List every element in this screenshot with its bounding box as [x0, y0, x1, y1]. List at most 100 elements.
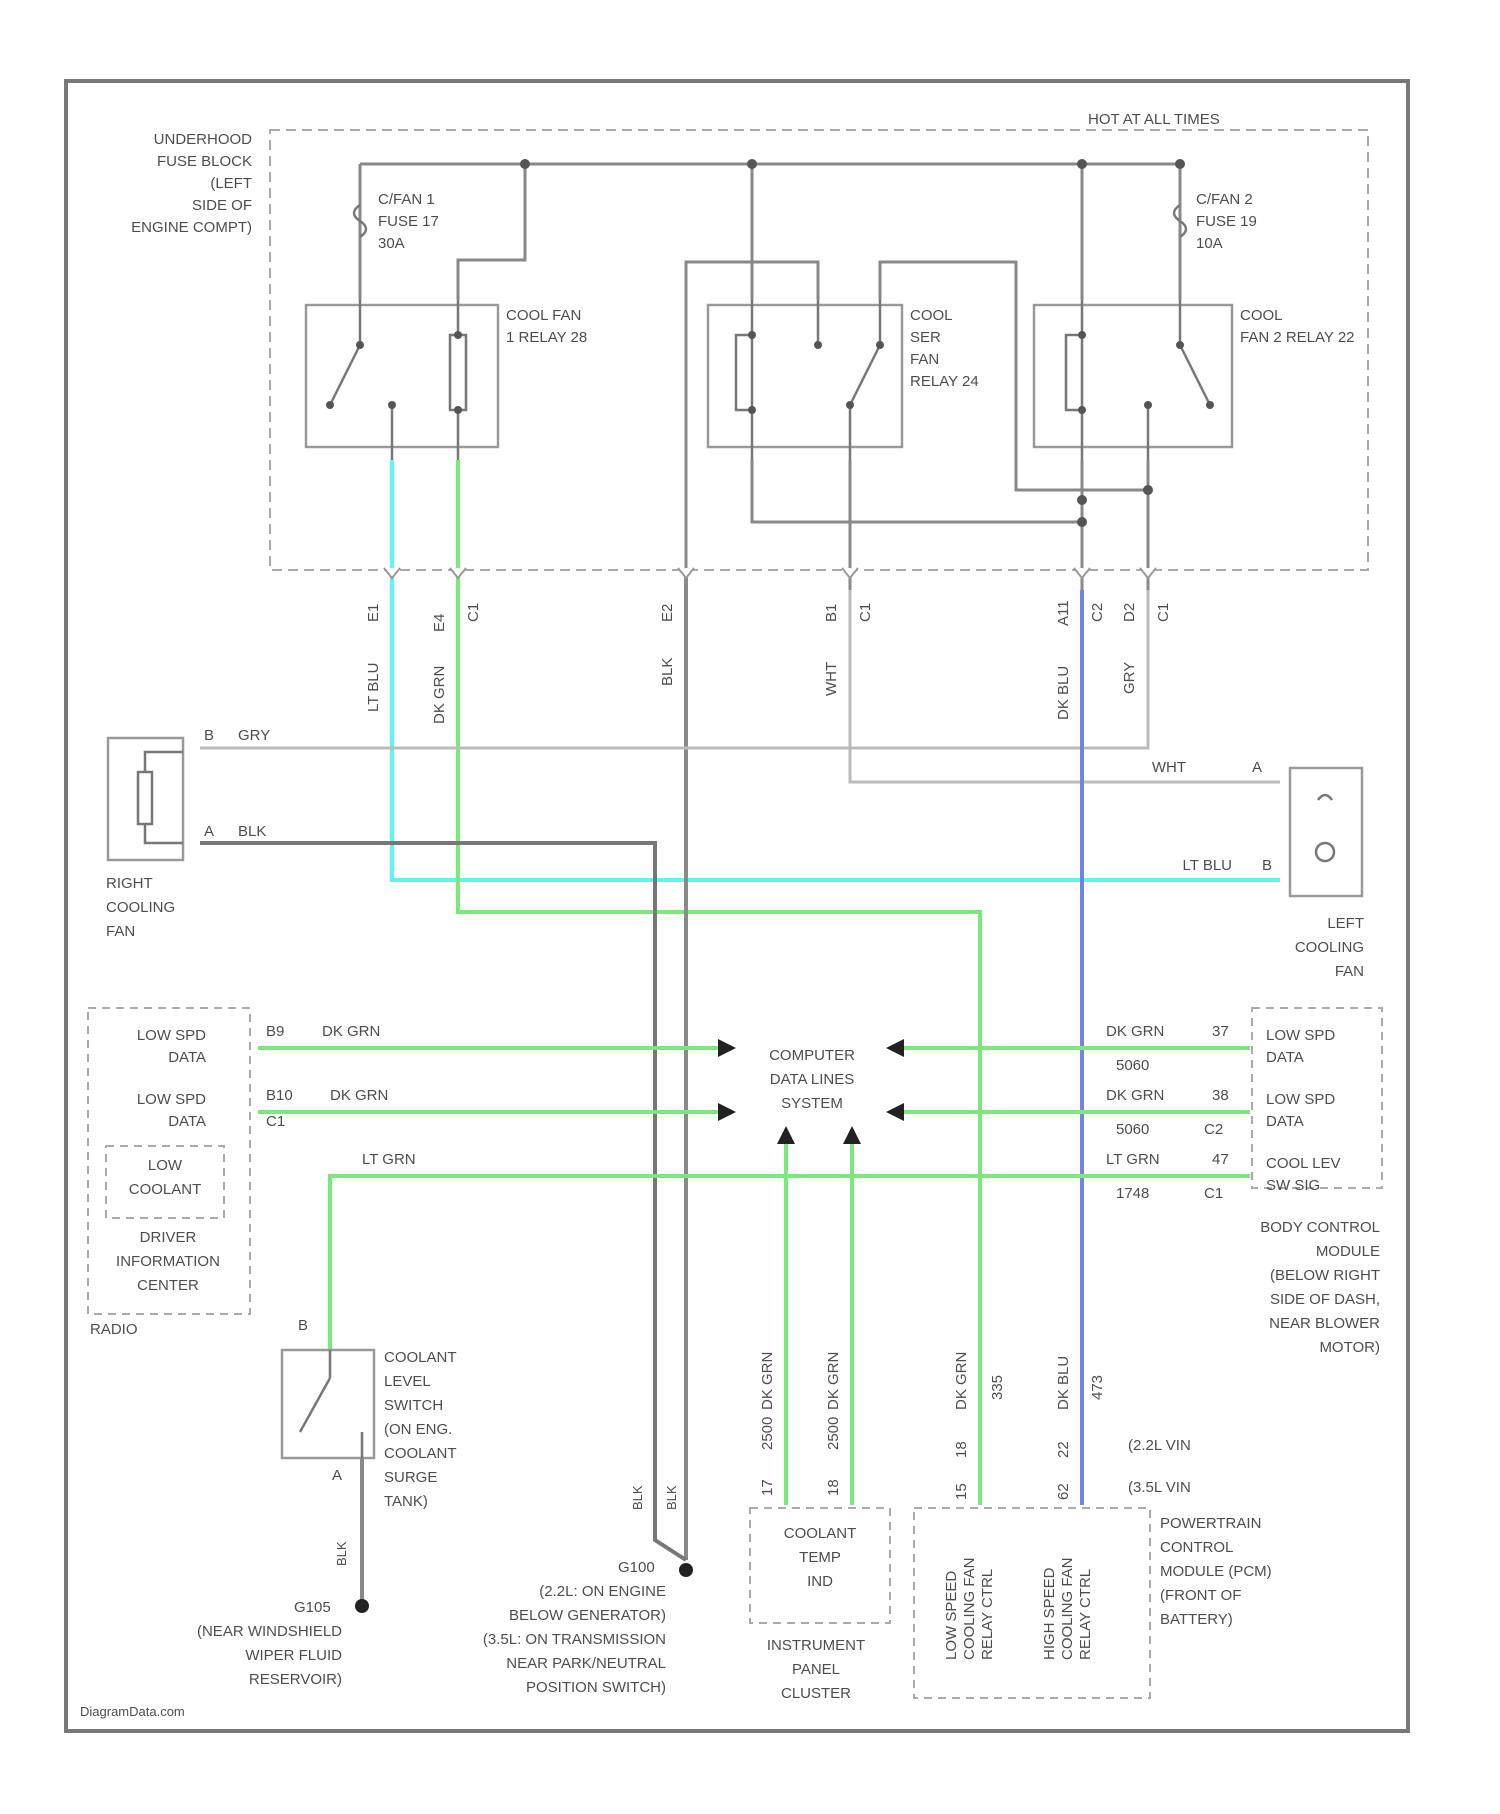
svg-text:C1: C1 [1204, 1185, 1223, 1202]
svg-text:LOW SPD: LOW SPD [1266, 1091, 1335, 1108]
svg-text:COOLING: COOLING [106, 899, 175, 916]
svg-text:SW SIG: SW SIG [1266, 1177, 1320, 1194]
wire-dk-grn-relay1 [458, 460, 980, 1505]
svg-text:SIDE OF DASH,: SIDE OF DASH, [1270, 1291, 1380, 1308]
ground-g105-label: (NEAR WINDSHIELD WIPER FLUID RESERVOIR) [197, 1623, 342, 1688]
cluster-label: INSTRUMENT PANEL CLUSTER [767, 1637, 865, 1702]
svg-text:10A: 10A [1196, 235, 1223, 252]
svg-text:LOW: LOW [148, 1157, 183, 1174]
svg-text:473: 473 [1089, 1375, 1106, 1400]
svg-text:TANK): TANK) [384, 1493, 428, 1510]
right-fan-pin-b: B [204, 727, 214, 744]
svg-text:FAN 2 RELAY 22: FAN 2 RELAY 22 [1240, 329, 1355, 346]
svg-text:RELAY CTRL: RELAY CTRL [979, 1569, 996, 1660]
svg-text:DK BLU: DK BLU [1055, 666, 1072, 720]
svg-text:DK GRN: DK GRN [759, 1352, 776, 1410]
coolant-switch-label: COOLANT LEVEL SWITCH (ON ENG. COOLANT SU… [384, 1349, 457, 1510]
svg-text:FUSE BLOCK: FUSE BLOCK [157, 153, 252, 170]
right-fan-pin-a: A [204, 823, 214, 840]
svg-text:C2: C2 [1089, 603, 1106, 622]
svg-text:RESERVOIR): RESERVOIR) [249, 1671, 342, 1688]
svg-text:LEFT: LEFT [1327, 915, 1364, 932]
svg-text:1748: 1748 [1116, 1185, 1149, 1202]
hot-note: HOT AT ALL TIMES [1088, 111, 1220, 128]
svg-text:2500: 2500 [759, 1417, 776, 1450]
svg-text:COMPUTER: COMPUTER [769, 1047, 855, 1064]
low-coolant-label: LOW COOLANT [129, 1157, 202, 1198]
svg-text:(LEFT: (LEFT [210, 175, 252, 192]
svg-text:COOL: COOL [910, 307, 953, 324]
svg-text:2500: 2500 [825, 1417, 842, 1450]
svg-text:DK GRN: DK GRN [431, 666, 448, 724]
svg-text:MODULE (PCM): MODULE (PCM) [1160, 1563, 1272, 1580]
bcm-label: BODY CONTROL MODULE (BELOW RIGHT SIDE OF… [1260, 1219, 1380, 1356]
right-fan-wire-a: BLK [238, 823, 266, 840]
svg-text:DRIVER: DRIVER [140, 1229, 197, 1246]
ground-g100-label: (2.2L: ON ENGINE BELOW GENERATOR) (3.5L:… [483, 1583, 666, 1696]
svg-text:INFORMATION: INFORMATION [116, 1253, 220, 1270]
svg-text:LOW SPD: LOW SPD [137, 1091, 206, 1108]
svg-text:B1: B1 [823, 604, 840, 622]
relay-boxes [306, 305, 1232, 447]
svg-text:COOLANT: COOLANT [384, 1445, 457, 1462]
svg-text:18: 18 [825, 1479, 842, 1496]
svg-text:SER: SER [910, 329, 941, 346]
ground-g100-id: G100 [618, 1559, 655, 1576]
svg-text:(NEAR WINDSHIELD: (NEAR WINDSHIELD [197, 1623, 342, 1640]
svg-text:MOTOR): MOTOR) [1319, 1339, 1380, 1356]
left-fan-motor-icon [1316, 843, 1334, 861]
svg-text:(FRONT OF: (FRONT OF [1160, 1587, 1241, 1604]
svg-text:FAN: FAN [910, 351, 939, 368]
svg-text:DATA: DATA [1266, 1113, 1304, 1130]
svg-text:POWERTRAIN: POWERTRAIN [1160, 1515, 1261, 1532]
svg-text:NEAR BLOWER: NEAR BLOWER [1269, 1315, 1380, 1332]
svg-text:(ON ENG.: (ON ENG. [384, 1421, 452, 1438]
svg-text:COOLING FAN: COOLING FAN [961, 1557, 978, 1660]
svg-text:DK GRN: DK GRN [825, 1352, 842, 1410]
svg-text:22: 22 [1055, 1441, 1072, 1458]
svg-text:DATA: DATA [168, 1049, 206, 1066]
svg-text:C2: C2 [1204, 1121, 1223, 1138]
svg-text:IND: IND [807, 1573, 833, 1590]
svg-text:COOL FAN: COOL FAN [506, 307, 581, 324]
coolant-switch-box [282, 1350, 374, 1458]
svg-text:SIDE OF: SIDE OF [192, 197, 252, 214]
radio-row-2-conn: C1 [266, 1113, 285, 1130]
svg-text:C/FAN 2: C/FAN 2 [1196, 191, 1253, 208]
hot-bus [360, 164, 1180, 300]
coolant-switch-pin-a: A [332, 1467, 342, 1484]
svg-text:INSTRUMENT: INSTRUMENT [767, 1637, 865, 1654]
ground-g105-id: G105 [294, 1599, 331, 1616]
left-fan-box [1290, 768, 1362, 896]
outer-frame [66, 81, 1408, 1731]
radio-row-2: LOW SPD DATA [137, 1091, 206, 1130]
svg-text:30A: 30A [378, 235, 405, 252]
svg-text:15: 15 [953, 1483, 970, 1500]
svg-text:SWITCH: SWITCH [384, 1397, 443, 1414]
fuse-cfan2-label: C/FAN 2 FUSE 19 10A [1196, 191, 1257, 252]
svg-text:RELAY 24: RELAY 24 [910, 373, 979, 390]
svg-text:FAN: FAN [1335, 963, 1364, 980]
relay1-label: COOL FAN 1 RELAY 28 [506, 307, 587, 346]
svg-text:E1: E1 [365, 604, 382, 622]
svg-text:DATA LINES: DATA LINES [770, 1071, 854, 1088]
pcm-vin: (2.2L VIN (3.5L VIN [1128, 1437, 1191, 1496]
g100-wire-2: BLK [664, 1485, 679, 1510]
relay-ser-label: COOL SER FAN RELAY 24 [910, 307, 979, 390]
svg-text:DK GRN: DK GRN [1106, 1087, 1164, 1104]
svg-text:5060: 5060 [1116, 1121, 1149, 1138]
left-fan-wire-b: LT BLU [1183, 857, 1232, 874]
radio-row-1-wire: DK GRN [322, 1023, 380, 1040]
svg-text:C1: C1 [465, 603, 482, 622]
svg-text:WIPER FLUID: WIPER FLUID [245, 1647, 342, 1664]
svg-text:DK GRN: DK GRN [1106, 1023, 1164, 1040]
svg-text:SURGE: SURGE [384, 1469, 437, 1486]
svg-text:17: 17 [759, 1479, 776, 1496]
svg-text:COOLANT: COOLANT [784, 1525, 857, 1542]
svg-text:47: 47 [1212, 1151, 1229, 1168]
lt-grn-wire-label: LT GRN [362, 1151, 416, 1168]
svg-text:38: 38 [1212, 1087, 1229, 1104]
dic-label: DRIVER INFORMATION CENTER [116, 1229, 220, 1294]
wire-labels: LT BLU DK GRN BLK WHT DK BLU GRY [365, 658, 1138, 724]
svg-text:C1: C1 [857, 603, 874, 622]
